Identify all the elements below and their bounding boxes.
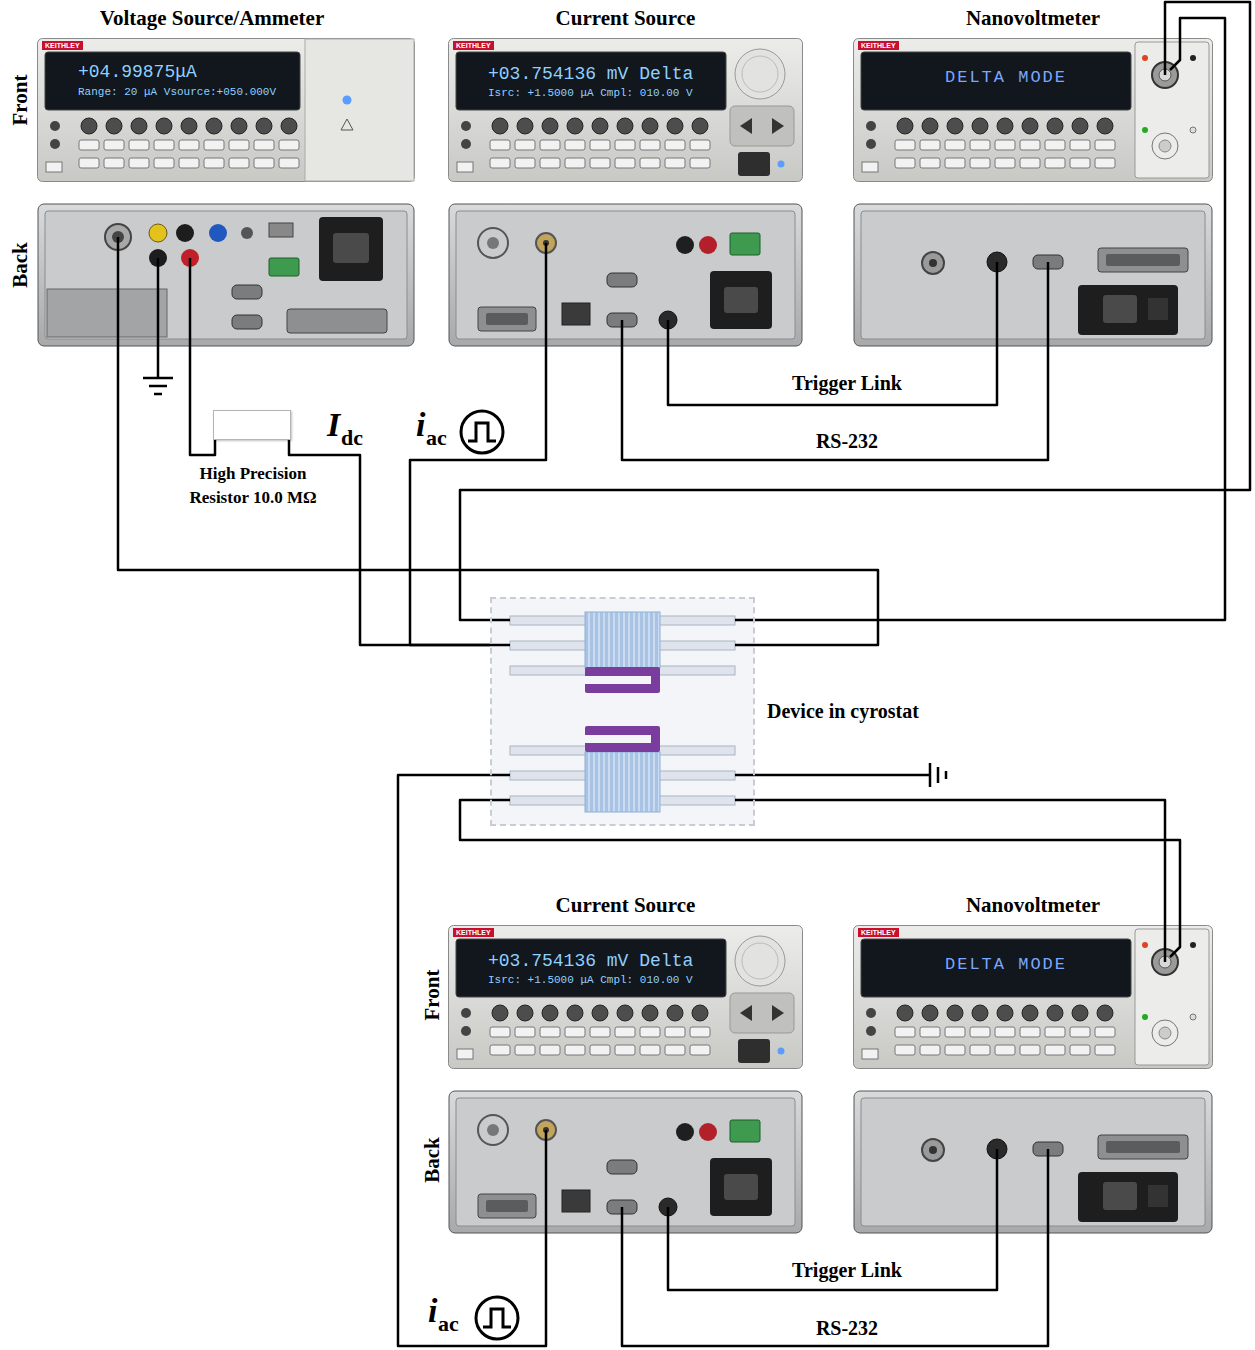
signal-cable [622, 347, 1048, 460]
panel-side-label: Front [420, 970, 444, 1021]
signal-cable [460, 800, 1180, 893]
electrometer-front [38, 39, 415, 182]
current-symbol: I [327, 408, 340, 442]
cable-label: Trigger Link [789, 1258, 905, 1282]
square-wave-icon [461, 411, 518, 1339]
cryostat-device: Device in cyrostat [490, 597, 755, 826]
instrument-panel: NanovoltmeterDELTA MODE KEITHLEY [853, 6, 1213, 347]
current-symbol: i [416, 408, 425, 442]
resistor-caption: High Precision Resistor 10.0 MΩ [168, 462, 338, 510]
signal-cable [668, 347, 997, 405]
signal-cable [410, 347, 546, 645]
nanovoltmeter-front [854, 926, 1213, 1069]
display-readout: DELTA MODE [945, 954, 1067, 976]
brand-badge: KEITHLEY [42, 41, 83, 50]
signal-cable [398, 775, 546, 1346]
cryostat-device-chips [491, 598, 754, 825]
display-readout: Isrc: +1.5000 μA Cmpl: 010.00 V [488, 973, 693, 987]
resistor-body: High Precision Resistor 10.0 MΩ [213, 410, 291, 440]
signal-cable [622, 1233, 1048, 1346]
brand-badge: KEITHLEY [858, 928, 899, 937]
signal-cable [755, 800, 1165, 893]
instrument-panel: Current Source +03.754136 mV DeltaIsrc: +… [448, 6, 803, 347]
display-readout: DELTA MODE [945, 67, 1067, 89]
ground-symbol [143, 378, 946, 787]
cable-label: Trigger Link [789, 371, 905, 395]
signal-cable [460, 2, 1250, 620]
brand-badge: KEITHLEY [453, 928, 494, 937]
signal-cable [118, 347, 878, 645]
display-readout: +03.754136 mV Delta [488, 63, 693, 85]
cable-label: RS-232 [813, 1316, 881, 1340]
display-readout: Range: 20 μA Vsource:+050.000V [78, 85, 276, 99]
panel-side-label: Front [8, 75, 32, 126]
signal-cable [668, 1233, 997, 1290]
instrument-heading: Current Source [448, 6, 803, 30]
device-caption: Device in cyrostat [767, 699, 919, 723]
instrument-heading: Nanovoltmeter [853, 6, 1213, 30]
current-source-back [449, 204, 802, 346]
display-readout: +04.99875μA [78, 61, 197, 83]
instrument-panel: Voltage Source/Ammeter +04.99875μA Range: … [37, 6, 415, 347]
instrument-panel: Current Source +03.754136 mV DeltaIsrc: +… [448, 893, 803, 1233]
current-source-back [449, 1091, 802, 1233]
brand-badge: KEITHLEY [453, 41, 494, 50]
nanovoltmeter-back [854, 204, 1212, 346]
instrument-panel: NanovoltmeterDELTA MODE KEITHLEY [853, 893, 1213, 1233]
nanovoltmeter-front [854, 39, 1213, 182]
instrument-heading: Nanovoltmeter [853, 893, 1213, 917]
current-source-front [449, 926, 803, 1069]
instrument-heading: Current Source [448, 893, 803, 917]
panel-side-label: Back [8, 242, 32, 288]
current-subscript: dc [341, 427, 363, 449]
brand-badge: KEITHLEY [858, 41, 899, 50]
panel-side-label: Back [420, 1137, 444, 1183]
display-readout: Isrc: +1.5000 μA Cmpl: 010.00 V [488, 86, 693, 100]
display-readout: +03.754136 mV Delta [488, 950, 693, 972]
current-subscript: ac [426, 427, 447, 449]
current-subscript: ac [438, 1313, 459, 1335]
instrument-heading: Voltage Source/Ammeter [37, 6, 387, 30]
signal-cable [755, 18, 1225, 620]
current-source-front [449, 39, 803, 182]
electrometer-back [38, 204, 414, 346]
current-symbol: i [428, 1294, 437, 1328]
nanovoltmeter-back [854, 1091, 1212, 1233]
signal-cable [190, 347, 215, 455]
cable-label: RS-232 [813, 429, 881, 453]
